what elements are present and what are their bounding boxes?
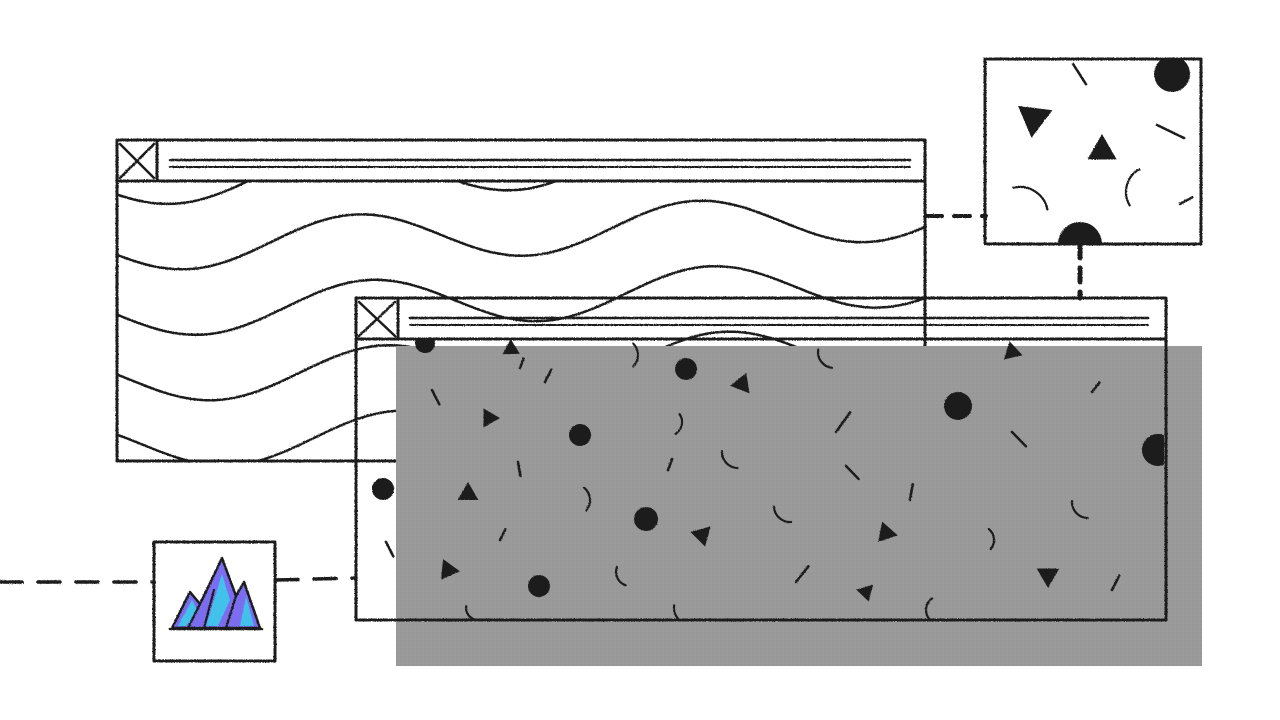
confetti-dot bbox=[1154, 60, 1190, 92]
confetti-dot bbox=[675, 358, 697, 380]
confetti-arc bbox=[1012, 185, 1049, 211]
confetti-triangle bbox=[1087, 134, 1117, 160]
dashed-line-thumbnail-to-window bbox=[274, 576, 358, 582]
front-window-shadow bbox=[396, 346, 1202, 666]
mountain-ridges bbox=[186, 588, 238, 630]
confetti-dot bbox=[569, 424, 591, 446]
confetti-dot bbox=[372, 478, 394, 500]
connectors bbox=[0, 214, 1083, 584]
confetti-dot bbox=[634, 507, 658, 531]
confetti-triangle bbox=[1036, 568, 1060, 588]
image-thumbnail-frame bbox=[152, 540, 277, 663]
confetti-arc bbox=[924, 597, 934, 619]
confetti-triangle bbox=[1018, 105, 1053, 138]
close-box bbox=[354, 296, 400, 341]
confetti-dash bbox=[1155, 123, 1186, 140]
wave-line bbox=[118, 199, 924, 271]
confetti-arc bbox=[1124, 168, 1141, 207]
confetti-arc bbox=[720, 450, 739, 470]
confetti-triangle bbox=[856, 584, 873, 602]
confetti-tile[interactable] bbox=[983, 56, 1203, 266]
front-window-titlebar[interactable] bbox=[354, 296, 1168, 341]
confetti-dot bbox=[1058, 222, 1102, 243]
close-icon[interactable] bbox=[357, 300, 397, 338]
confetti-arc bbox=[772, 505, 793, 524]
confetti-arc bbox=[582, 486, 591, 512]
confetti-arc bbox=[987, 527, 996, 551]
confetti-dash bbox=[516, 460, 522, 478]
confetti-dash bbox=[908, 482, 914, 502]
close-box bbox=[115, 138, 159, 183]
close-icon[interactable] bbox=[118, 142, 156, 180]
confetti-arc bbox=[464, 605, 478, 619]
confetti-dash bbox=[1110, 574, 1121, 592]
confetti-dot bbox=[415, 340, 435, 353]
confetti-arc bbox=[632, 342, 640, 368]
confetti-arc bbox=[816, 348, 833, 369]
mountain-icon bbox=[168, 556, 264, 631]
confetti-triangle bbox=[457, 482, 479, 500]
confetti-triangle bbox=[878, 521, 898, 542]
confetti-triangle bbox=[690, 526, 711, 547]
confetti-dash bbox=[518, 357, 525, 370]
front-window[interactable] bbox=[354, 296, 1174, 624]
back-window-titlebar[interactable] bbox=[115, 138, 927, 183]
confetti-arc bbox=[1070, 500, 1089, 520]
confetti-triangle bbox=[1004, 341, 1023, 360]
confetti-triangle bbox=[483, 408, 500, 428]
confetti-dot bbox=[528, 575, 550, 597]
confetti-arc bbox=[672, 604, 680, 619]
tile-confetti-pattern bbox=[1012, 60, 1194, 243]
confetti-dash bbox=[794, 565, 810, 584]
confetti-triangle bbox=[441, 559, 460, 580]
confetti-arc bbox=[674, 413, 684, 435]
confetti-dash bbox=[834, 411, 852, 434]
front-window-frame bbox=[354, 296, 1168, 622]
confetti-dash bbox=[1178, 196, 1194, 206]
confetti-dash bbox=[1071, 62, 1088, 86]
confetti-dash bbox=[1010, 430, 1028, 448]
confetti-dash bbox=[384, 540, 395, 558]
image-thumbnail[interactable] bbox=[152, 540, 277, 663]
confetti-dash bbox=[844, 464, 860, 481]
confetti-dot bbox=[1142, 434, 1164, 466]
confetti-triangle bbox=[730, 372, 750, 394]
confetti-dash bbox=[430, 388, 441, 406]
wave-line bbox=[118, 182, 558, 206]
confetti-dash bbox=[666, 457, 674, 472]
confetti-arc bbox=[614, 566, 627, 587]
confetti-dash bbox=[498, 528, 507, 542]
confetti-triangle bbox=[502, 340, 520, 355]
mountain-highlight bbox=[178, 574, 254, 626]
confetti-dot bbox=[944, 392, 972, 420]
confetti-dash bbox=[1090, 381, 1101, 394]
confetti-dash bbox=[543, 368, 553, 384]
confetti-pattern bbox=[372, 340, 1164, 619]
confetti-tile-frame bbox=[983, 57, 1203, 246]
